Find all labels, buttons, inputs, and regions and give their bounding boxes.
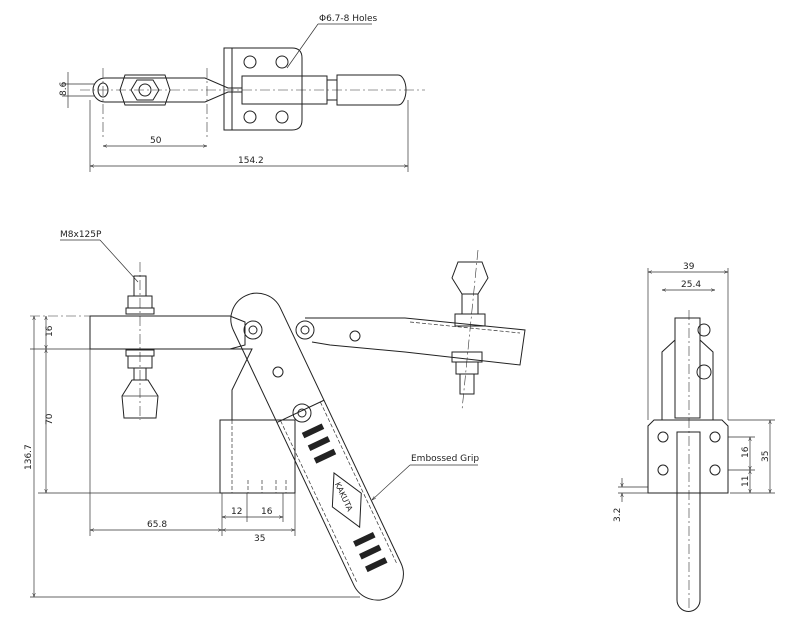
handle-lever: KAKUTA xyxy=(230,292,404,601)
front-view: M8x125P 16 70 136.7 65.8 xyxy=(24,230,526,601)
hex-nut xyxy=(130,79,160,101)
dim-hole-edge: 11 xyxy=(741,476,751,487)
dim-hole-b: 16 xyxy=(261,507,273,517)
dim-overall-height: 136.7 xyxy=(24,444,34,470)
dim-hole-pitch: 16 xyxy=(741,446,751,458)
dim-inner: 25.4 xyxy=(681,280,701,290)
dim-spindle: 50 xyxy=(150,136,162,146)
base-bracket-top xyxy=(231,47,303,131)
dim-spindle-offset: 65.8 xyxy=(147,520,167,530)
base-plate-end xyxy=(647,419,729,494)
handle-end xyxy=(676,431,701,612)
grip-note: Embossed Grip xyxy=(411,454,479,464)
handle-top xyxy=(336,74,407,106)
body-end xyxy=(661,317,714,420)
grip-ridges xyxy=(301,423,388,573)
top-view: 50 154.2 8.6 Φ6.7-8 Holes xyxy=(59,14,425,172)
dim-height: 8.6 xyxy=(59,81,69,96)
clamp-body xyxy=(230,348,253,420)
thread-note: M8x125P xyxy=(60,230,102,240)
end-view: 39 25.4 35 16 11 3.2 xyxy=(613,262,775,612)
spindle-cone-open xyxy=(451,261,489,295)
dim-hole-a: 12 xyxy=(231,507,242,517)
clamp-arm-open xyxy=(305,317,526,366)
dim-overall: 154.2 xyxy=(238,156,264,166)
dim-base-height: 35 xyxy=(761,451,771,462)
base-block xyxy=(219,419,296,494)
dim-thickness: 3.2 xyxy=(613,508,623,522)
dim-height-arm: 70 xyxy=(45,413,55,425)
dim-base: 35 xyxy=(254,534,265,544)
clamp-arm xyxy=(89,315,246,350)
dim-width: 39 xyxy=(683,262,695,272)
hole-note: Φ6.7-8 Holes xyxy=(319,14,378,24)
dim-arm: 16 xyxy=(45,325,55,337)
